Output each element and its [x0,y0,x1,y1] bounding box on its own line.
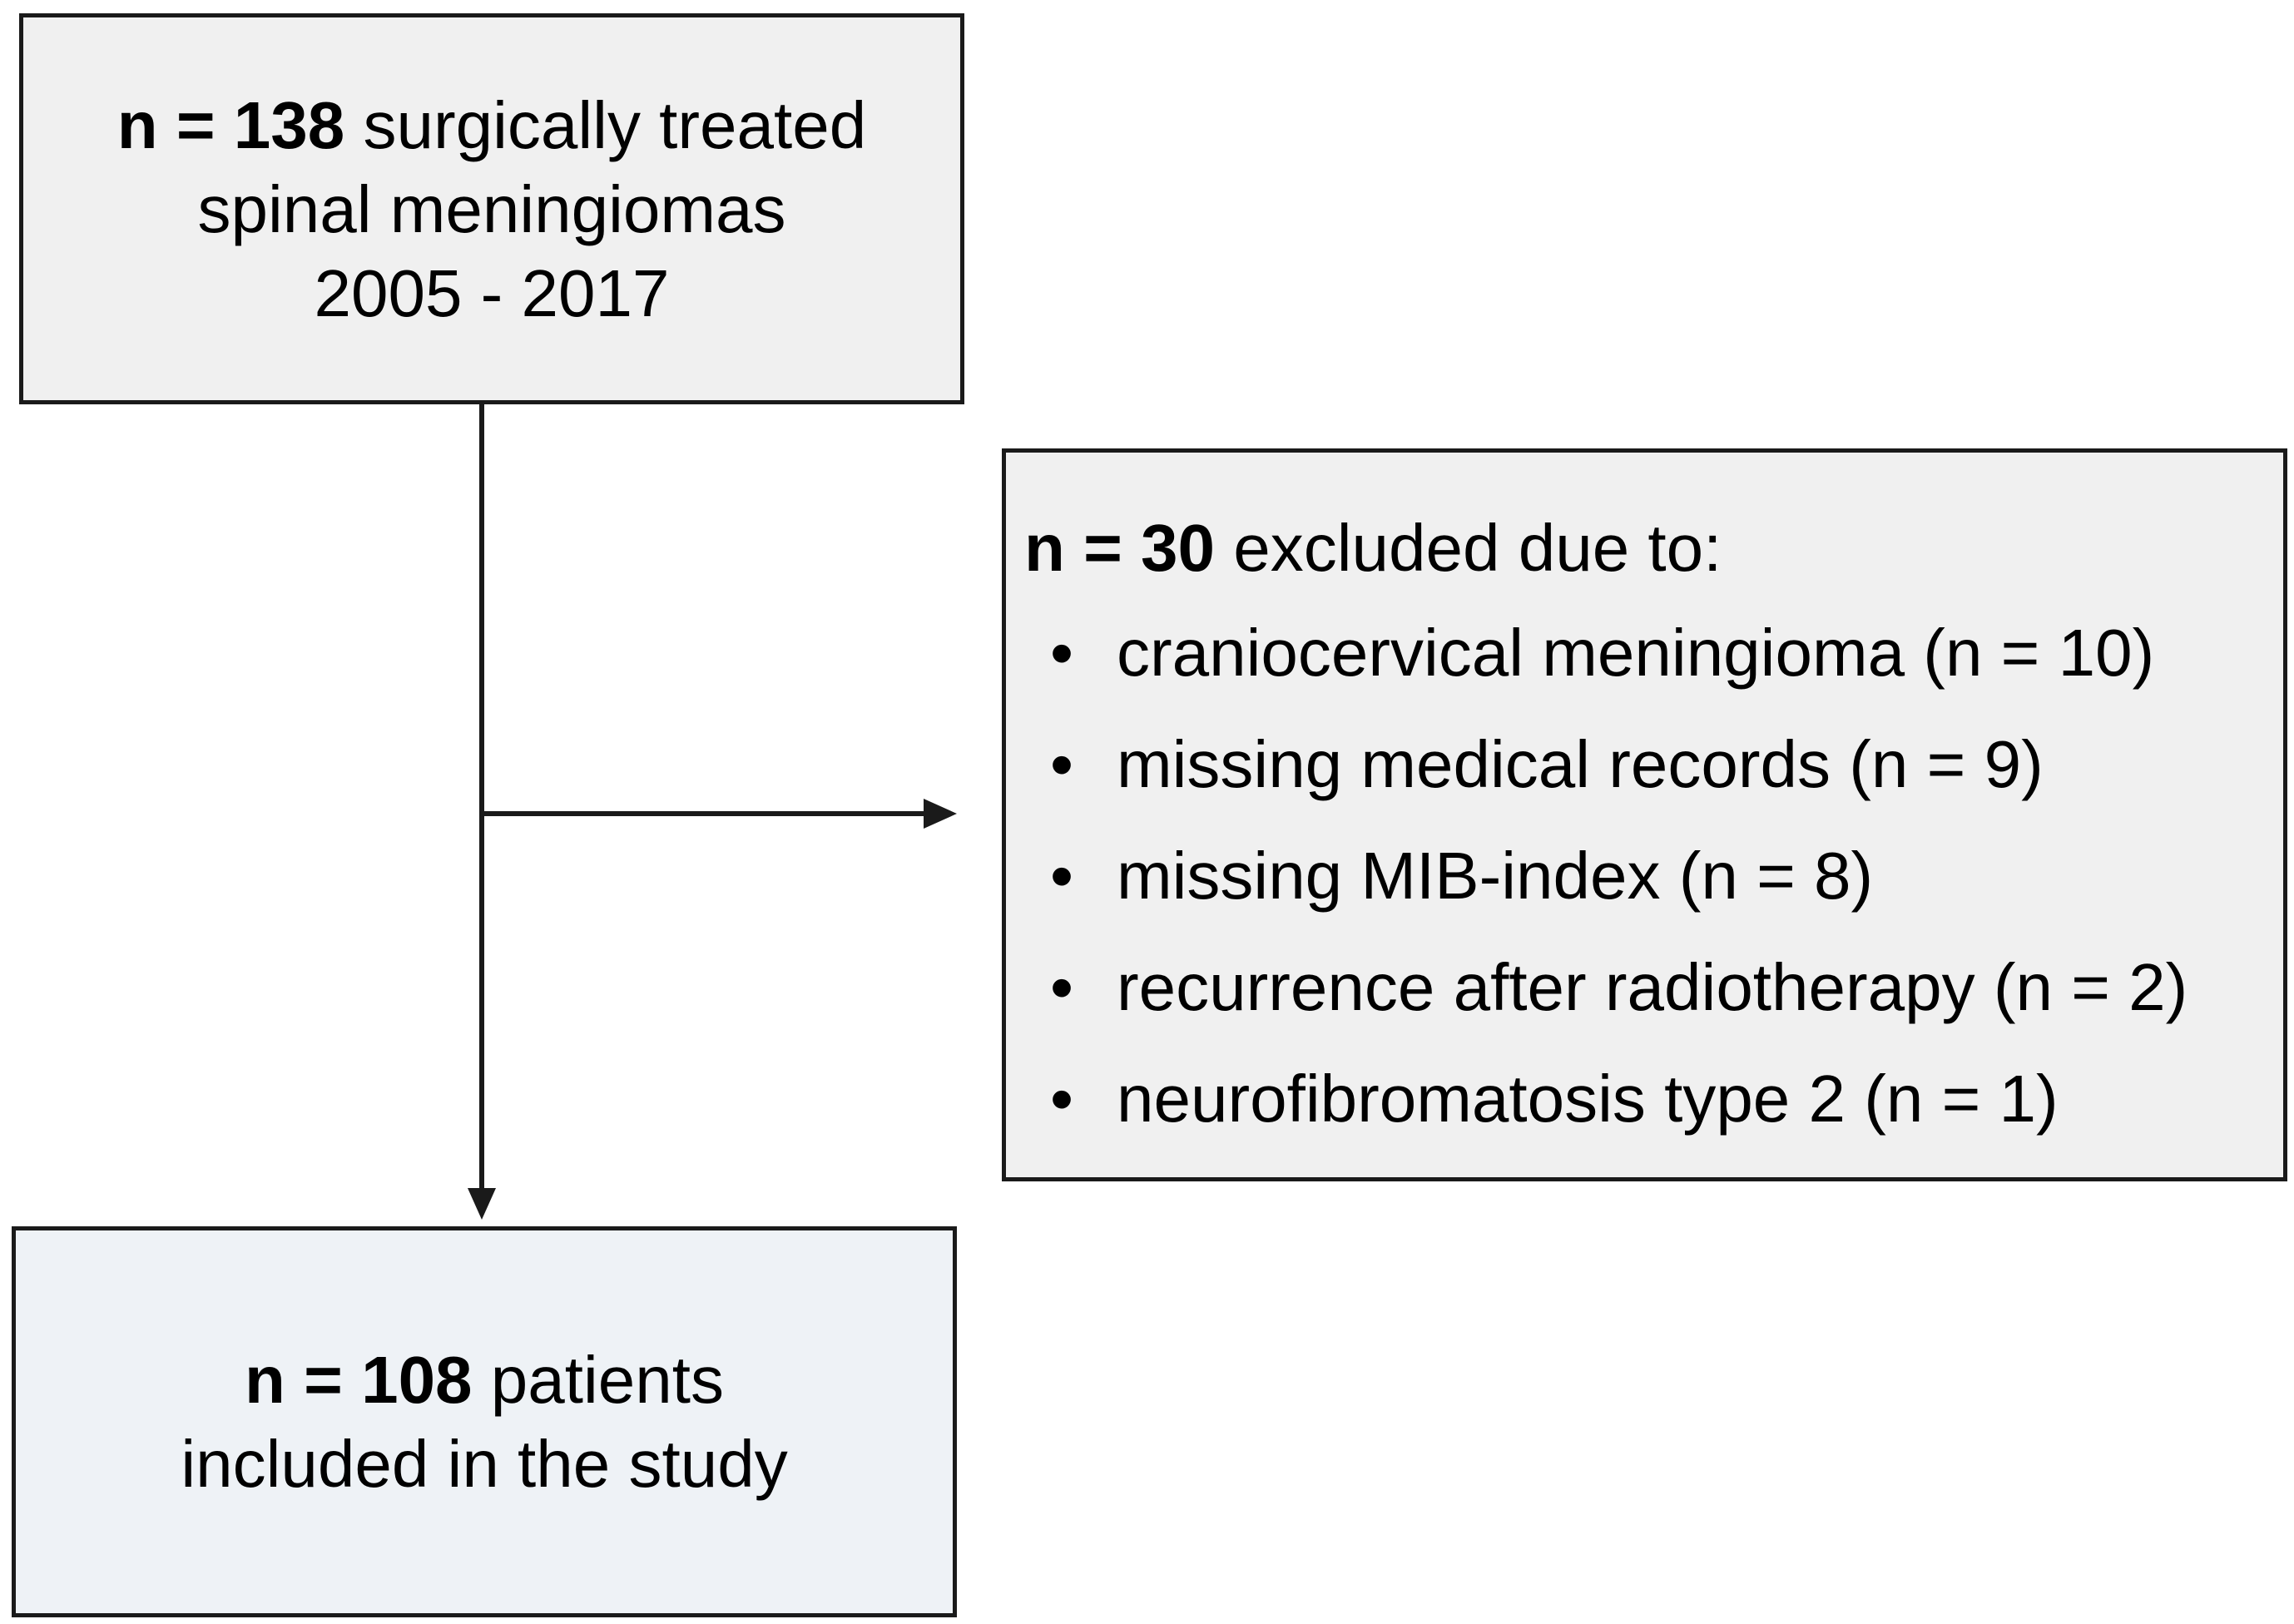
exclusion-reason: missing MIB-index (n = 8) [1117,839,1874,913]
excluded-count: n = 30 [1024,511,1216,585]
down-arrowhead [468,1188,496,1220]
exclusion-heading: n = 30 excluded due to: [1024,506,1722,590]
included-cohort-box: n = 108 patients included in the study [12,1226,957,1617]
exclusion-reasons-list: • craniocervical meningioma (n = 10) • mis… [1006,611,2187,1168]
bullet-icon: • [1050,839,1074,913]
list-item: • recurrence after radiotherapy (n = 2) [1006,945,2187,1057]
list-item: • missing MIB-index (n = 8) [1006,834,2187,945]
initial-count: n = 138 [116,87,345,162]
exclusion-heading-text: excluded due to: [1215,511,1722,585]
bullet-icon: • [1050,616,1074,690]
initial-cohort-line-2: spinal meningiomas [197,171,786,246]
exclusion-reason: recurrence after radiotherapy (n = 2) [1117,950,2188,1024]
initial-cohort-line-1: n = 138 surgically treated [117,83,866,167]
bullet-icon: • [1050,1062,1074,1136]
initial-cohort-period: 2005 - 2017 [314,255,670,330]
exclusion-reason: craniocervical meningioma (n = 10) [1117,616,2155,690]
bullet-icon: • [1050,727,1074,801]
initial-cohort-description: surgically treated [344,87,867,162]
exclusion-reason: missing medical records (n = 9) [1117,727,2044,801]
initial-cohort-box: n = 138 surgically treated spinal mening… [19,13,964,404]
exclusion-reason: neurofibromatosis type 2 (n = 1) [1117,1062,2059,1136]
included-count: n = 108 [245,1343,473,1417]
list-item: • craniocervical meningioma (n = 10) [1006,611,2187,722]
list-item: • neurofibromatosis type 2 (n = 1) [1006,1057,2187,1168]
exclusion-box: n = 30 excluded due to: • craniocervical … [1002,448,2287,1181]
list-item: • missing medical records (n = 9) [1006,722,2187,834]
included-cohort-description: patients [472,1343,724,1417]
included-cohort-line-2: included in the study [181,1427,788,1501]
included-cohort-line-1: n = 108 patients [245,1338,724,1422]
bullet-icon: • [1050,950,1074,1024]
right-arrowhead [924,799,957,829]
